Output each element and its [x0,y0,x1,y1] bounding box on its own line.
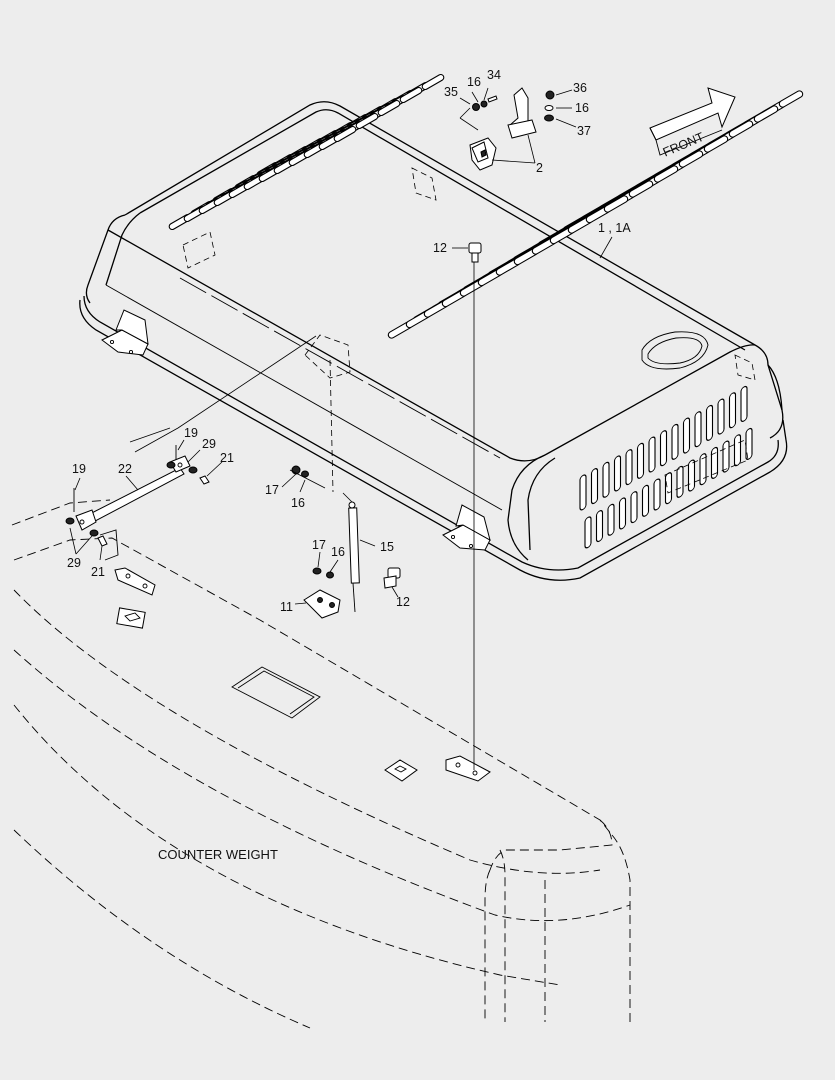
vent-slot [636,442,645,479]
vent-slot [641,484,650,517]
vent-slot [664,472,673,505]
hood-hinge-right [442,504,491,551]
latch-assembly [459,87,555,171]
vent-slot [687,459,696,492]
callout-19: 19 [184,426,198,440]
vent-slot [421,73,445,91]
vent-slot [333,125,357,143]
vent-slot [699,453,707,486]
vent-slot [717,398,725,435]
callout-16: 16 [467,75,481,89]
vent-slot [602,461,610,498]
vent-slot [625,449,633,486]
callout-17-b: 17 [312,538,326,552]
counterweight-outline [11,499,631,1029]
callout-36: 36 [573,81,587,95]
vent-slot [778,90,804,108]
vent-slot [648,436,656,473]
callout-21: 21 [220,451,234,465]
vent-slot [579,474,587,511]
hood-side-vents [579,385,753,549]
vent-slot [595,510,604,543]
callout-19-b: 19 [72,462,86,476]
front-arrow: FRONT [649,87,736,159]
vent-slot [728,120,754,138]
callout-22: 22 [118,462,132,476]
callout-11: 11 [280,600,293,614]
vent-slot [733,434,742,467]
vent-slot [653,478,661,511]
vent-slot [676,465,684,498]
callout-16-c: 16 [291,496,305,510]
vent-slot [703,135,729,153]
callout-12: 12 [433,241,447,255]
vent-slot [399,86,423,104]
callout-1-1a: 1 , 1A [598,221,631,235]
callout-35: 35 [444,85,458,99]
callout-21-b: 21 [91,565,105,579]
vent-slot [694,411,702,448]
callout-2: 2 [536,161,543,175]
vent-slot [630,491,638,524]
gas-spring [289,242,482,770]
vent-slot [671,423,679,460]
callout-16-b: 16 [575,101,589,115]
vent-slot [355,112,379,130]
engine-hood [79,101,788,581]
vent-slot [753,105,779,123]
vent-slot [740,385,748,422]
vent-slot [613,455,622,492]
vent-slot [710,446,719,479]
vent-slot [705,404,714,441]
callout-16-d: 16 [331,545,345,559]
counterweight-label: COUNTER WEIGHT [158,847,278,862]
vent-slot [603,195,629,213]
vent-slot [653,165,679,183]
vent-slot [377,99,401,117]
hidden-brackets [182,167,756,494]
callout-29: 29 [202,437,216,451]
vent-slot [584,516,592,549]
vent-slot [607,503,615,536]
vent-slot [722,440,730,473]
vent-slot [659,430,668,467]
vent-slot [682,417,691,454]
callout-leaders [69,87,613,605]
vent-slot [745,427,753,460]
vent-slot [618,497,627,530]
callout-37: 37 [577,124,591,138]
vent-slot [728,392,737,429]
callout-15: 15 [380,540,394,554]
hood-hinge-left [101,309,149,356]
hood-top-vents [168,73,804,339]
vent-slot [678,150,704,168]
callout-34: 34 [487,68,501,82]
callout-29-b: 29 [67,556,81,570]
callout-12-b: 12 [396,595,410,609]
stay-rod-assembly [65,335,317,547]
vent-slot [590,468,599,505]
vent-slot [628,180,654,198]
callout-17: 17 [265,483,279,497]
